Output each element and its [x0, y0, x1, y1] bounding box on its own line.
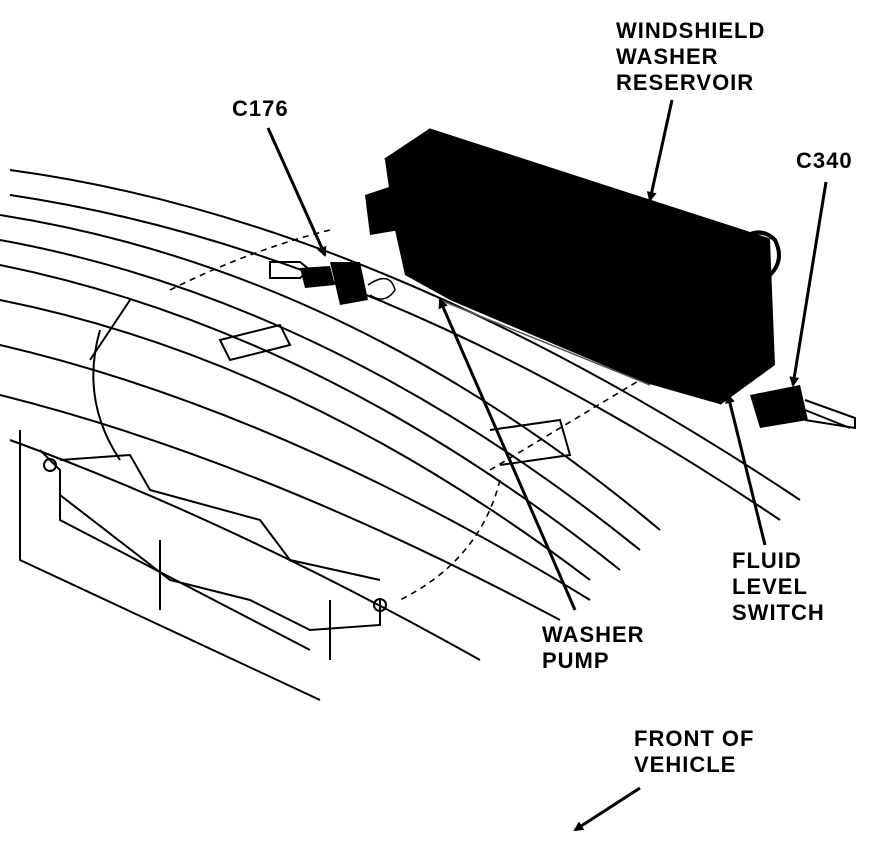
- fluid-level-switch-label: FLUID LEVEL SWITCH: [732, 548, 825, 626]
- fluid-level-switch-label-line-2: LEVEL: [732, 574, 808, 599]
- c340-connector: [750, 385, 856, 430]
- reservoir-label-line-2: WASHER: [616, 44, 719, 69]
- callout-arrows: [266, 99, 828, 832]
- arrow-fluid-level-switch: [725, 393, 767, 546]
- washer-pump-label: WASHER PUMP: [542, 622, 645, 674]
- front-of-vehicle-label: FRONT OF VEHICLE: [634, 726, 754, 778]
- reservoir-label-line-1: WINDSHIELD: [616, 18, 766, 43]
- front-of-vehicle-label-line-1: FRONT OF: [634, 726, 755, 751]
- arrow-c176: [266, 127, 327, 257]
- hose-routing: [169, 229, 641, 601]
- reservoir-label-line-3: RESERVOIR: [616, 70, 755, 95]
- c340-label: C340: [796, 148, 853, 173]
- body-panel-lines: [0, 169, 801, 661]
- front-of-vehicle-label-line-2: VEHICLE: [634, 752, 737, 777]
- arrow-reservoir: [646, 99, 674, 202]
- arrow-washer-pump: [438, 298, 577, 611]
- washer-pump-label-line-1: WASHER: [542, 622, 645, 647]
- washer-pump-label-line-2: PUMP: [542, 648, 610, 673]
- washer-reservoir: [365, 128, 781, 406]
- arrow-c340: [789, 181, 828, 387]
- fluid-level-switch-label-line-1: FLUID: [732, 548, 802, 573]
- c176-label: C176: [232, 96, 289, 121]
- fluid-level-switch-label-line-3: SWITCH: [732, 600, 825, 625]
- apron-structure: [19, 299, 572, 701]
- c176-connector: [269, 261, 396, 305]
- reservoir-label: WINDSHIELD WASHER RESERVOIR: [616, 18, 765, 96]
- arrow-front-of-vehicle: [573, 786, 641, 832]
